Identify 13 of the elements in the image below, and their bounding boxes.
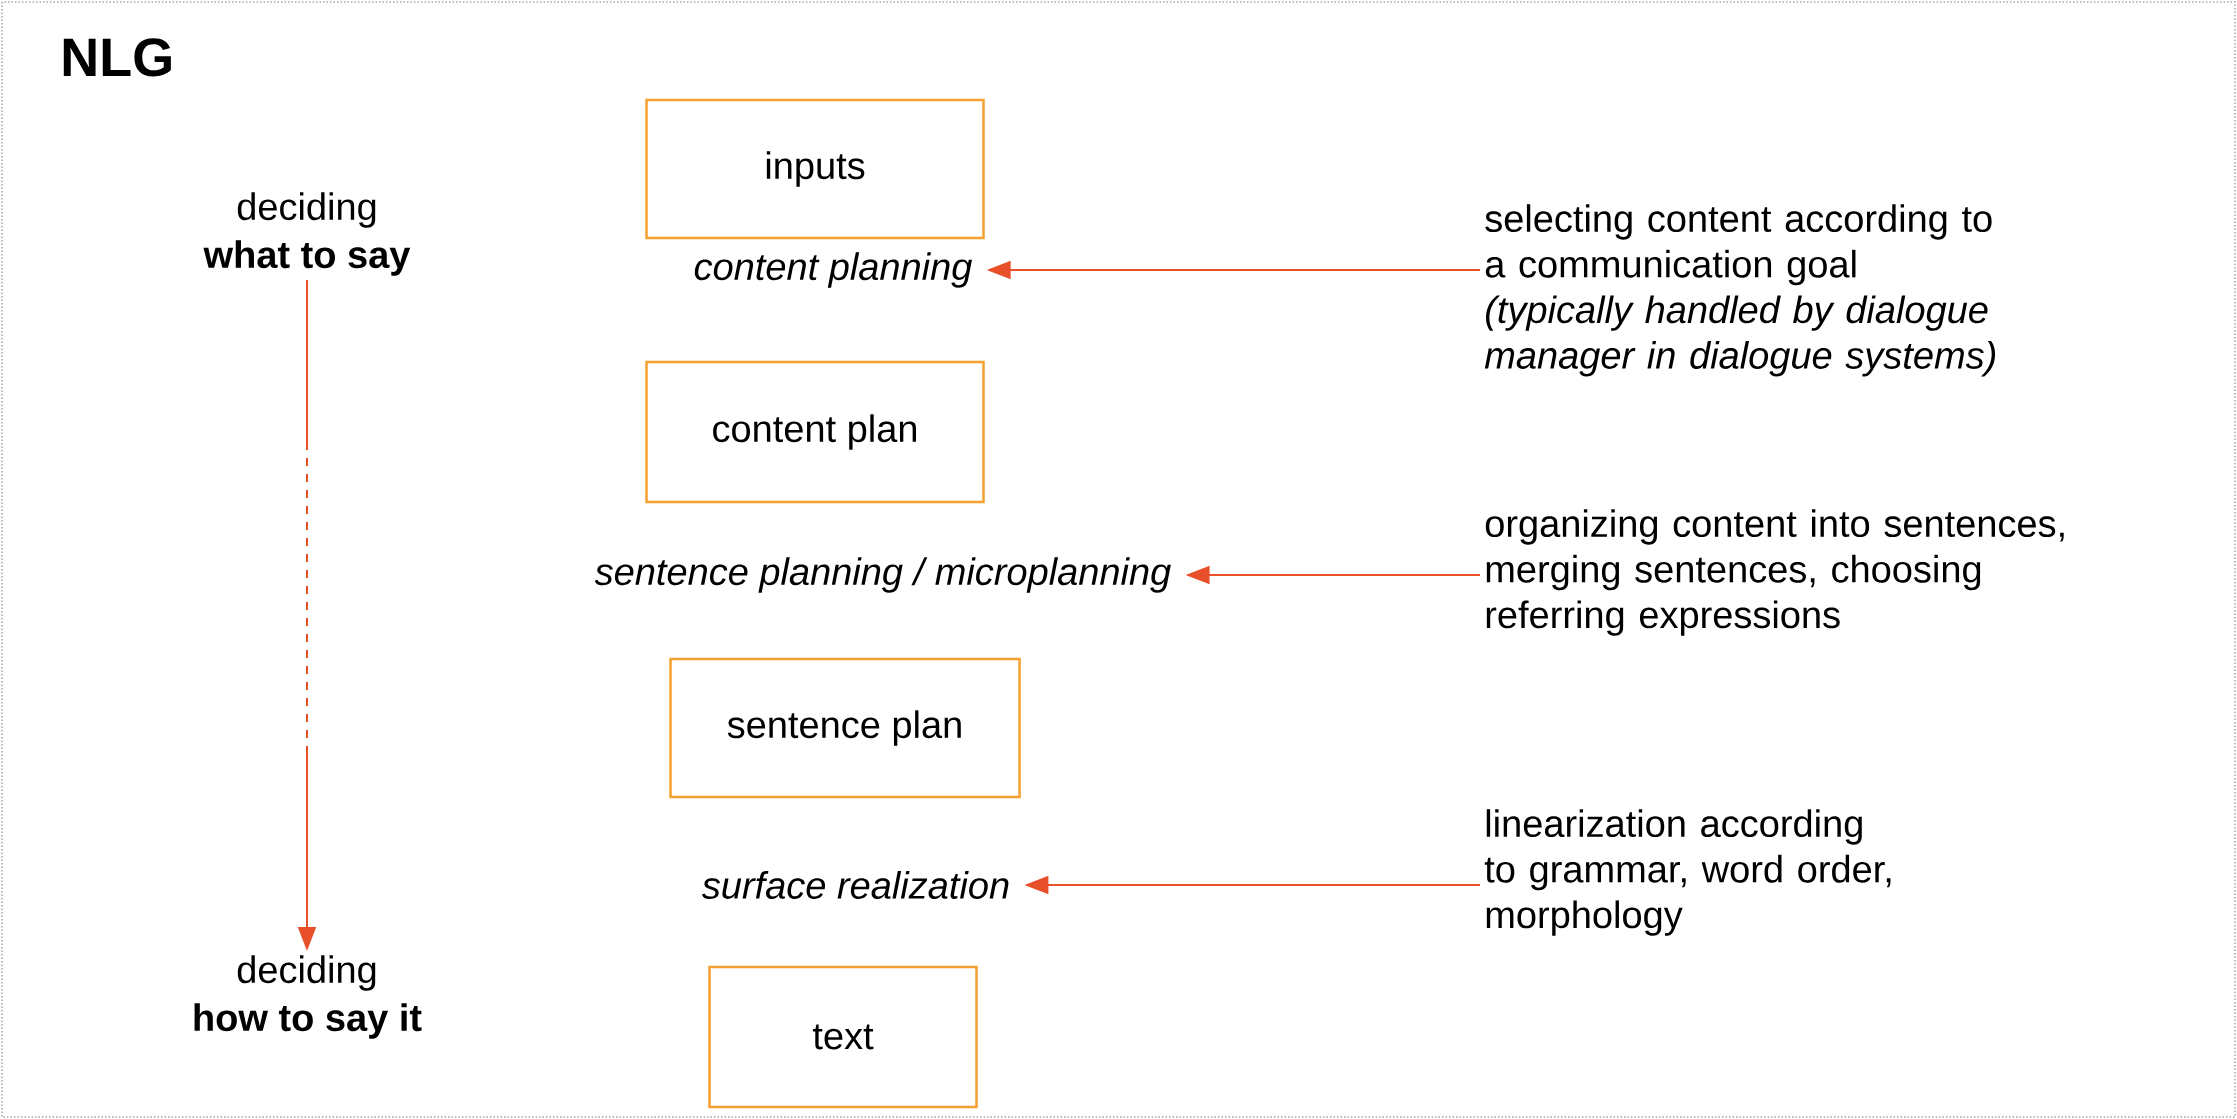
process-box: sentence plan — [669, 657, 1021, 799]
title: NLG — [63, 38, 171, 77]
stage-label: content planning — [694, 252, 973, 288]
side-label: deciding what to say — [203, 192, 411, 276]
description-text: linearization according to grammar, word order, morphology — [1484, 809, 1891, 936]
description-text: organizing content into sentences, merging sentences, choosing referring expressions — [1485, 509, 2064, 636]
process-box: text — [708, 965, 978, 1109]
process-box: content plan — [645, 360, 985, 504]
stage-label: surface realization — [701, 871, 1009, 899]
description-text: selecting content according to a communication goal (typically handled by dialogue manager in dialogue systems) — [1484, 204, 1996, 377]
side-label: deciding how to say it — [194, 955, 422, 1039]
stage-label: sentence planning / microplanning — [594, 557, 1171, 593]
process-box: inputs — [645, 98, 985, 240]
